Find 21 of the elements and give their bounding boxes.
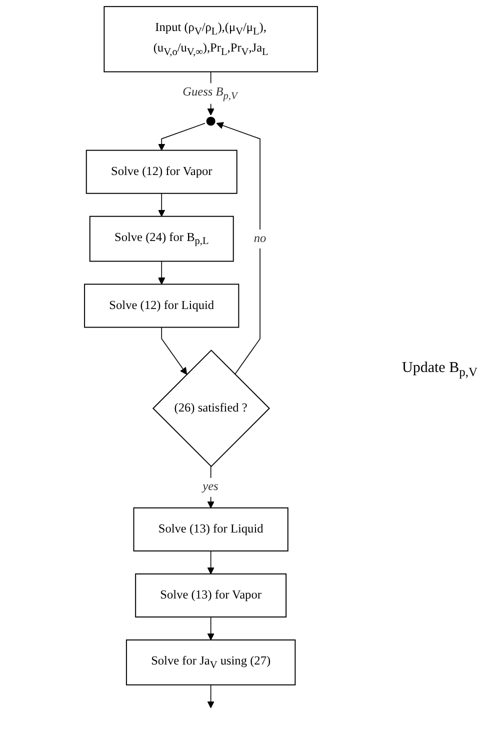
arrow <box>158 192 166 217</box>
arrow <box>207 684 214 708</box>
arrow <box>207 616 214 640</box>
node-box: Solve (13) for Liquid <box>133 507 288 552</box>
node-box: Solve for Ja$_{V}$ using (27) <box>126 639 296 686</box>
node-box: Solve (24) for B$_{p,L}$ <box>89 216 234 262</box>
node-box: Solve (12) for Vapor <box>86 150 238 194</box>
node-circle <box>206 116 216 126</box>
arrow <box>158 260 166 285</box>
note-label: Update B$_{p,V}$ <box>402 360 478 380</box>
edge-label: Guess B$_{p,V}$ <box>182 86 238 102</box>
node-box: Solve (12) for Liquid <box>84 284 240 328</box>
arrow <box>158 122 206 151</box>
arrow <box>207 550 214 574</box>
arrow <box>216 122 260 375</box>
node-box: Solve (13) for Vapor <box>135 573 287 618</box>
node-diamond: (26) satisfied ? <box>152 350 270 468</box>
node-box: Input (ρ$_{V}$/ρ$_{L}$),(μ$_{V}$/μ$_{L}$),(u$_{V,o}$/u$_{V,∞}$),Pr$_{L}$,Pr$_{V}$,Ja$_{L}$ <box>104 6 318 72</box>
arrow <box>161 326 188 375</box>
edge-label: no <box>254 232 266 246</box>
edge-label: yes <box>202 480 218 494</box>
